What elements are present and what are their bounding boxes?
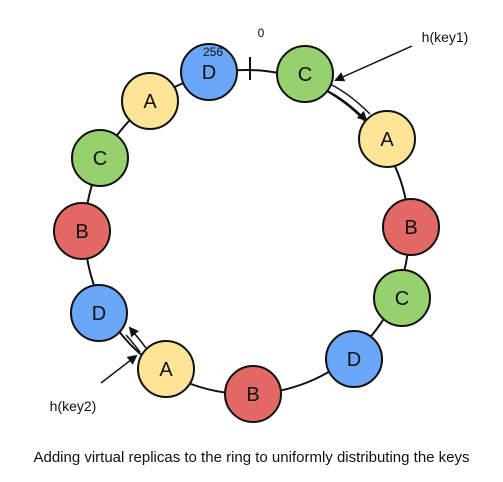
node-d-circle [180, 43, 238, 101]
node-c-2: C [373, 269, 431, 327]
node-b-label: B [404, 217, 417, 239]
node-c-circle [276, 45, 334, 103]
node-b-circle [224, 365, 282, 423]
node-b-label: B [75, 221, 88, 243]
node-a-circle [137, 340, 195, 398]
node-b-2: B [224, 365, 282, 423]
node-c-3: C [71, 129, 129, 187]
node-c-label: C [93, 148, 107, 170]
node-b-1: B [382, 198, 440, 256]
diagram-caption: Adding virtual replicas to the ring to u… [33, 449, 470, 466]
node-a-label: A [143, 91, 157, 113]
ring-max-label: 256 [203, 45, 223, 59]
node-d-3: D [70, 284, 128, 342]
node-d-circle [325, 330, 383, 388]
node-b-circle [53, 202, 111, 260]
key1-route-outer [329, 83, 371, 115]
node-b-circle [382, 198, 440, 256]
node-c-label: C [395, 288, 409, 310]
node-c-label: C [298, 64, 312, 86]
key2-route-outer [125, 334, 141, 353]
node-c-1: C [276, 45, 334, 103]
node-a-3: A [121, 72, 179, 130]
node-a-circle [121, 72, 179, 130]
node-d-2: D [325, 330, 383, 388]
node-c-circle [71, 129, 129, 187]
node-d-label: D [92, 303, 106, 325]
node-a-label: A [159, 359, 173, 381]
node-a-label: A [380, 129, 394, 151]
ring-zero-label: 0 [258, 26, 265, 40]
node-a-2: A [137, 340, 195, 398]
key1-pointer-arrow [334, 45, 413, 82]
key2-pointer-arrow [100, 354, 138, 384]
node-d-1: D 256 [180, 43, 238, 101]
node-d-label: D [347, 349, 361, 371]
node-a-1: A [358, 110, 416, 168]
node-b-3: B [53, 202, 111, 260]
key1-label: h(key1) [422, 29, 469, 45]
node-b-label: B [246, 384, 259, 406]
node-d-circle [70, 284, 128, 342]
node-c-circle [373, 269, 431, 327]
key1-route-inner [325, 89, 368, 122]
node-a-circle [358, 110, 416, 168]
key2-route-inner [128, 326, 147, 349]
node-d-label: D [202, 62, 216, 84]
key2-label: h(key2) [50, 398, 97, 414]
